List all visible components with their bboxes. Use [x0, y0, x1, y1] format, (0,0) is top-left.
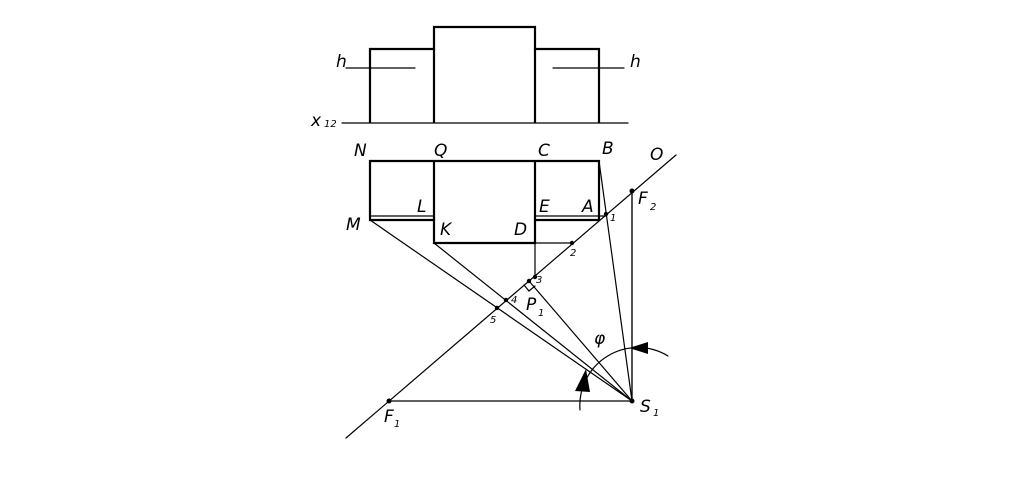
label-L: L — [417, 197, 426, 217]
label-K: K — [440, 220, 453, 240]
label-P1: P — [526, 295, 537, 315]
point-3 — [526, 278, 532, 284]
label-C: C — [538, 141, 550, 161]
label-x-subscript: 12 — [324, 119, 337, 130]
label-phi: φ — [594, 329, 606, 349]
arc-arrow-left — [575, 369, 590, 392]
line-S1-B — [598, 160, 633, 402]
point-4 — [503, 297, 509, 303]
angle-arc-phi — [579, 346, 669, 411]
label-D: D — [514, 220, 527, 240]
point-F2 — [629, 188, 635, 194]
arc-arrow-right — [629, 342, 648, 354]
label-A: A — [581, 197, 594, 217]
front-view-outline — [368, 25, 601, 123]
point-5 — [494, 305, 500, 311]
label-h-right: h — [630, 52, 641, 72]
line-S1-K — [433, 242, 633, 402]
label-F2: F — [638, 189, 648, 209]
point-F1 — [386, 398, 392, 404]
label-F1-subscript: 1 — [394, 419, 400, 430]
point-S1 — [629, 398, 635, 404]
label-S1-subscript: 1 — [653, 408, 659, 419]
point-1 — [603, 211, 609, 217]
label-num-2: 2 — [570, 248, 576, 259]
point-3b — [532, 274, 538, 280]
label-num-1: 1 — [610, 213, 616, 224]
label-N: N — [354, 141, 367, 161]
label-P1-subscript: 1 — [538, 308, 544, 319]
label-h-left: h — [336, 52, 347, 72]
label-Q: Q — [434, 141, 447, 161]
label-num-5: 5 — [490, 315, 496, 326]
point-2 — [569, 240, 575, 246]
label-E: E — [539, 197, 550, 217]
label-S1: S — [640, 397, 651, 417]
label-O: O — [650, 145, 663, 165]
label-num-3: 3 — [536, 275, 542, 286]
picture-plane-trace — [345, 154, 677, 439]
label-M: M — [346, 215, 361, 235]
line-S1-M — [369, 219, 633, 402]
right-angle-marker — [523, 284, 536, 292]
label-F1: F — [384, 407, 394, 427]
label-num-4: 4 — [511, 295, 517, 306]
plan-view-outline — [368, 159, 601, 245]
label-x: x — [310, 111, 322, 131]
label-B: B — [602, 139, 614, 159]
label-F2-subscript: 2 — [650, 202, 656, 213]
line-S1-3 — [528, 280, 633, 402]
